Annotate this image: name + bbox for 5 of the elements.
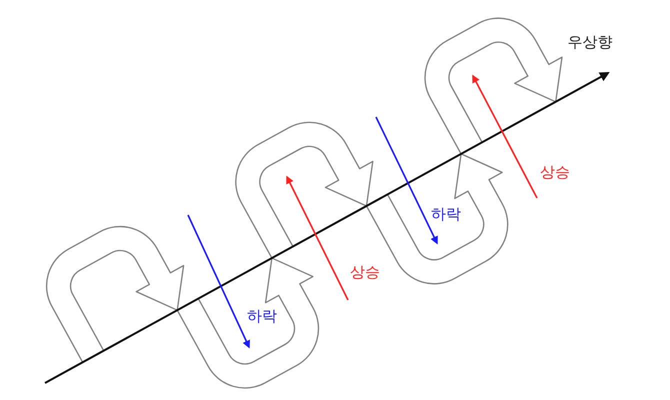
fall-label: 하락 [431,205,461,223]
rise-label: 상승 [540,163,570,181]
rise-label: 상승 [350,263,380,281]
trend-label: 우상향 [568,33,612,51]
fall-label: 하락 [247,307,277,325]
